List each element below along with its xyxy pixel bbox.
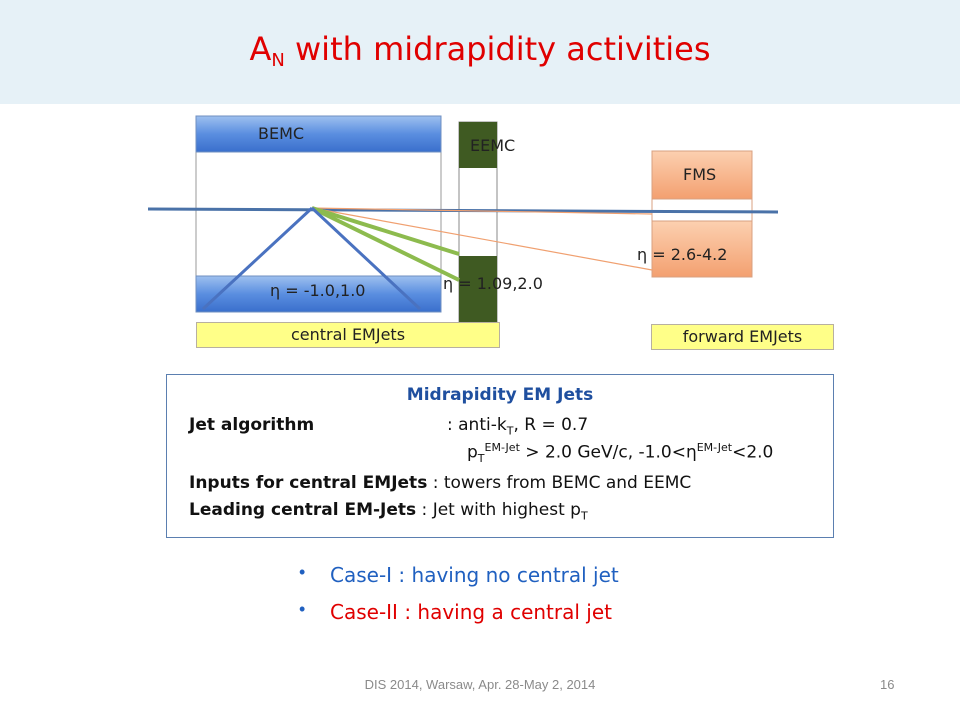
bemc-bottom-bar [195, 275, 442, 313]
bemc-label: BEMC [258, 124, 305, 143]
info-box: Midrapidity EM Jets Jet algorithm : anti… [166, 374, 834, 538]
bemc-top-bar [195, 115, 442, 153]
info-inputs: Inputs for central EMJets : towers from … [189, 473, 692, 493]
case-2-bullet: • [299, 599, 306, 619]
info-alg-label: Jet algorithm [189, 415, 315, 435]
forward-line-upper [311, 207, 653, 215]
bemc-line-right [310, 206, 422, 311]
fms-bottom [651, 220, 753, 278]
eta-fms-label: η = 2.6-4.2 [637, 245, 728, 264]
eemc-label: EEMC [470, 136, 516, 155]
info-cuts: pTEM-Jet > 2.0 GeV/c, -1.0<ηEM-Jet<2.0 [467, 441, 774, 466]
eta-eemc-label: η = 1.09,2.0 [443, 274, 543, 293]
fms-label: FMS [683, 165, 717, 184]
case-1-text: Case-I : having no central jet [330, 563, 619, 587]
detector-diagram [147, 115, 779, 328]
forward-line-lower [311, 207, 653, 271]
eemc-line-2 [311, 206, 460, 282]
info-heading: Midrapidity EM Jets [406, 385, 594, 405]
footer-text: DIS 2014, Warsaw, Apr. 28-May 2, 2014 [364, 677, 596, 692]
info-leading: Leading central EM-Jets : Jet with highe… [189, 500, 588, 523]
eta-bemc-label: η = -1.0,1.0 [270, 281, 366, 300]
eemc-line-1 [311, 206, 460, 256]
central-emjets-label: central EMJets [196, 322, 500, 348]
info-alg-value: : anti-kT, R = 0.7 [447, 415, 589, 438]
title-bar [0, 0, 960, 104]
forward-emjets-label: forward EMJets [651, 324, 834, 350]
page-number: 16 [880, 677, 895, 692]
case-1-bullet: • [299, 562, 306, 582]
case-2-text: Case-II : having a central jet [330, 600, 612, 624]
slide-title: AN with midrapidity activities [249, 30, 711, 71]
bemc-line-left [201, 206, 314, 311]
eemc-top-block [459, 122, 497, 168]
eemc-bottom-block [459, 256, 497, 327]
